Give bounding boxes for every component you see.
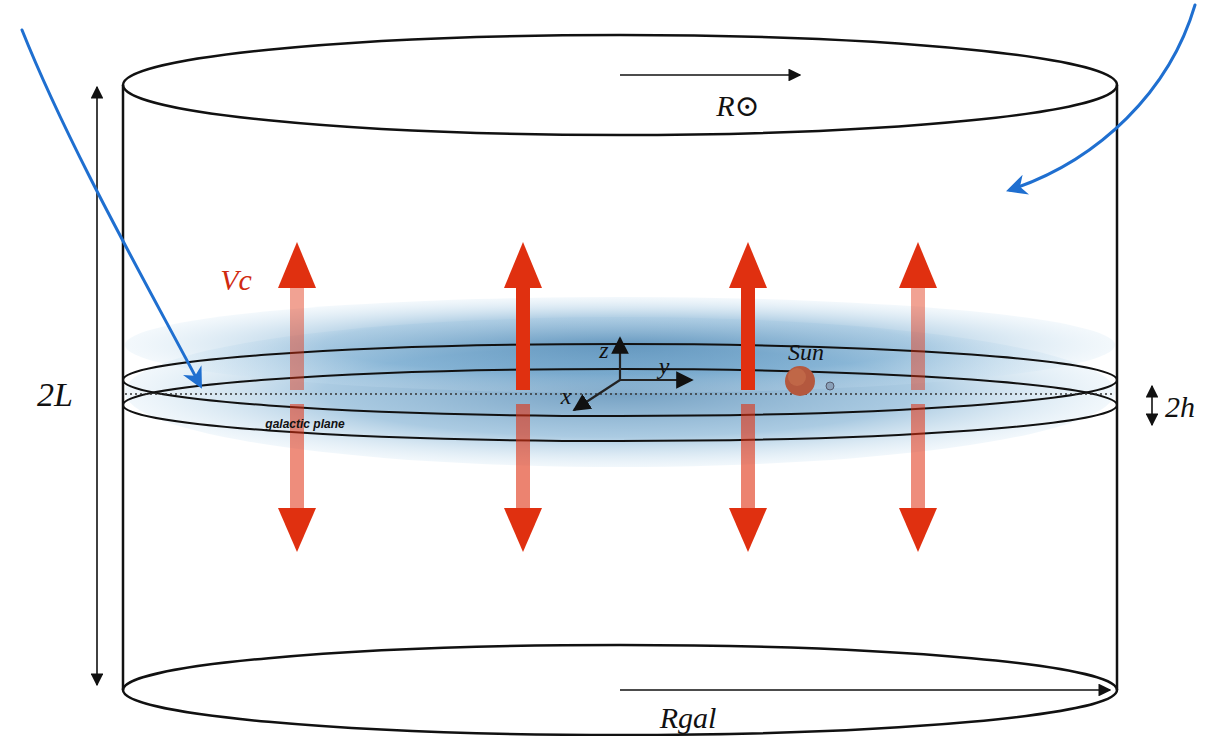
thickness-label: 2h <box>1165 392 1195 422</box>
radius-label: R⊙ <box>716 91 759 121</box>
object-label: Sun <box>788 340 824 364</box>
velocity-label: Vc <box>220 265 252 295</box>
axis-label: y <box>659 354 670 378</box>
plane-label: galactic plane <box>265 418 344 430</box>
axis-label: x <box>561 384 572 408</box>
height-label: 2L <box>37 378 73 412</box>
radius-label: Rgal <box>660 703 717 733</box>
axis-label: z <box>599 338 608 362</box>
